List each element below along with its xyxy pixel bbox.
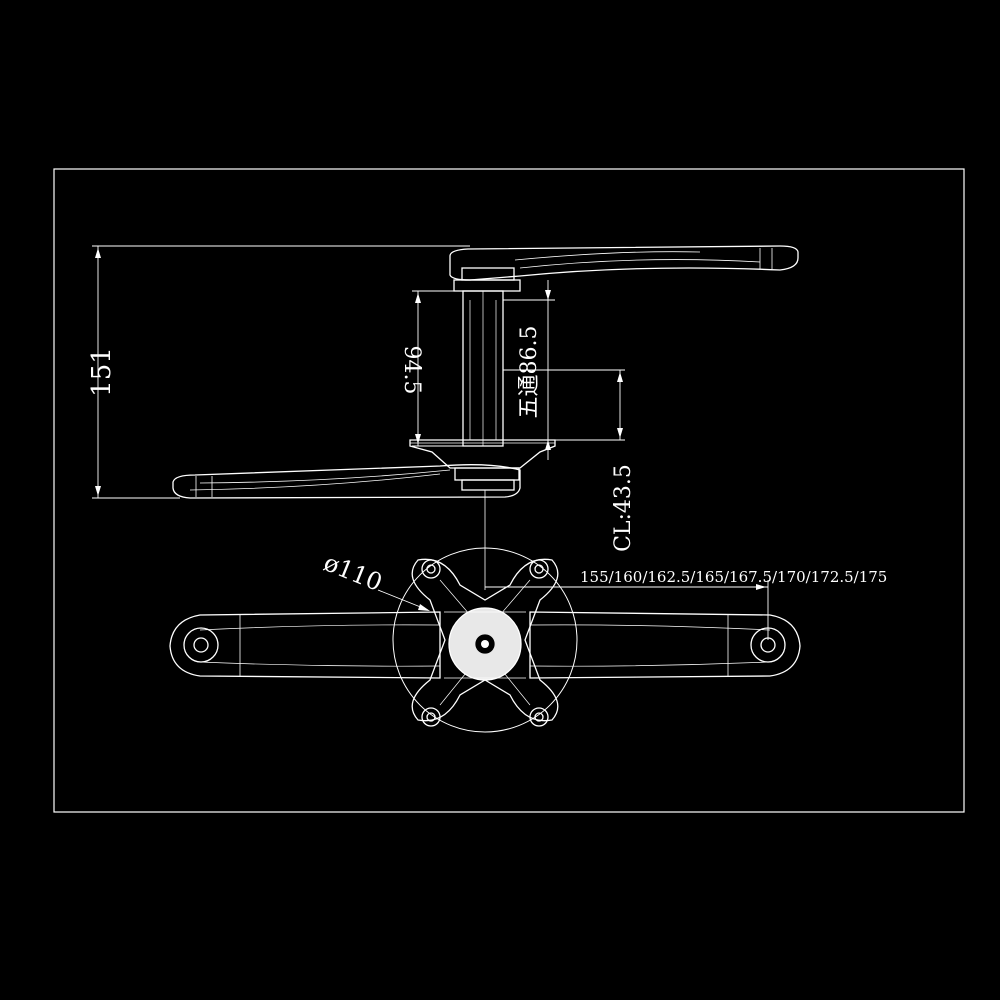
bcd-circle bbox=[392, 547, 578, 733]
left-bearing-cup-ring bbox=[461, 479, 515, 491]
right-bearing-cup bbox=[453, 279, 521, 292]
right-crank-arm bbox=[449, 245, 799, 281]
bcd-label: ø110 bbox=[320, 548, 386, 597]
left-crank-contour bbox=[199, 469, 451, 484]
spider-side bbox=[409, 439, 556, 469]
front-view bbox=[169, 547, 801, 733]
chainring-bolt bbox=[529, 559, 549, 579]
chainline-label: CL:43.5 bbox=[611, 464, 636, 552]
side-view bbox=[172, 245, 799, 590]
right-crank-contour bbox=[514, 251, 701, 261]
spider-arms bbox=[411, 558, 559, 722]
left-crank-contour bbox=[189, 473, 441, 491]
chainring-bolt bbox=[421, 559, 441, 579]
drawing-frame bbox=[53, 168, 965, 813]
crank-lengths-label: 155/160/162.5/165/167.5/170/172.5/175 bbox=[580, 568, 887, 586]
bb-shell-width-label: 五通86.5 bbox=[517, 326, 542, 419]
pedal-eye-right bbox=[750, 627, 786, 663]
front-crank-arm bbox=[529, 611, 801, 679]
overall-width-label: 151 bbox=[87, 347, 117, 397]
spindle-length-label: 94.5 bbox=[399, 346, 424, 395]
dimension-lines bbox=[92, 245, 769, 640]
right-crank-contour bbox=[519, 259, 761, 269]
pedal-eye-left bbox=[183, 627, 219, 663]
chainring-bolt bbox=[529, 707, 549, 727]
left-crank-arm bbox=[172, 464, 521, 499]
front-crank-arm bbox=[169, 611, 441, 679]
right-bearing-cup-ring bbox=[461, 267, 515, 281]
chainring-bolt bbox=[421, 707, 441, 727]
left-bearing-cup bbox=[454, 467, 520, 481]
